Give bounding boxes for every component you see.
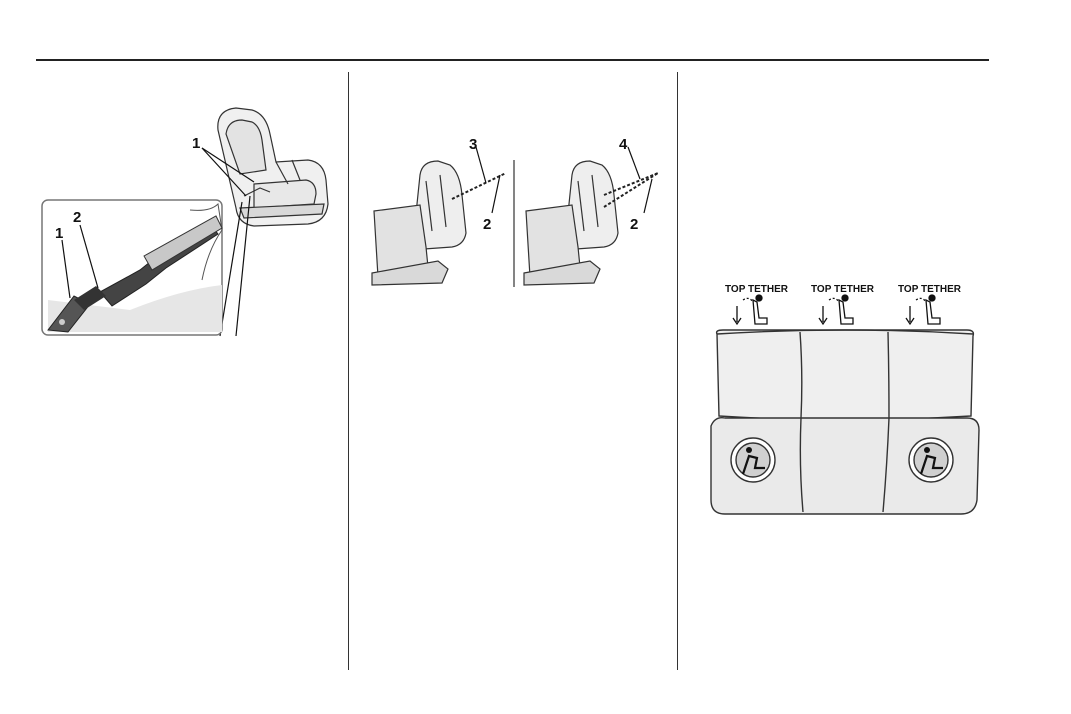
top-tether-label: TOP TETHER <box>811 284 875 295</box>
anchor-detail-inset: 1 2 <box>42 200 222 335</box>
column-divider-right <box>677 72 678 670</box>
callout-label: 2 <box>73 209 81 226</box>
figure-lower-anchor-detail: 1 1 2 <box>40 100 340 340</box>
child-seat-illustration <box>218 108 328 226</box>
child-seat-illustration <box>524 161 618 285</box>
lower-anchor-icon <box>909 438 953 482</box>
top-tether-icon <box>906 295 940 324</box>
callout-label: 1 <box>55 225 63 242</box>
child-seat-illustration <box>372 161 466 285</box>
top-tether-label: TOP TETHER <box>725 284 789 295</box>
callout-label: 3 <box>469 136 477 153</box>
figure-tether-routing: 3 2 4 2 <box>368 135 668 290</box>
column-divider-left <box>348 72 349 670</box>
header-rule <box>36 59 989 61</box>
callout-label: 4 <box>619 136 628 153</box>
lower-anchor-icon <box>731 438 775 482</box>
top-tether-icon <box>819 295 853 324</box>
top-tether-label: TOP TETHER <box>898 284 962 295</box>
callout-label: 1 <box>192 135 200 152</box>
callout-label: 2 <box>483 216 491 233</box>
top-tether-icon <box>733 295 767 324</box>
figure-rear-seat-tethers: TOP TETHER TOP TETHER TOP TETHER <box>705 278 985 523</box>
rear-seatback <box>717 330 974 420</box>
callout-label: 2 <box>630 216 638 233</box>
